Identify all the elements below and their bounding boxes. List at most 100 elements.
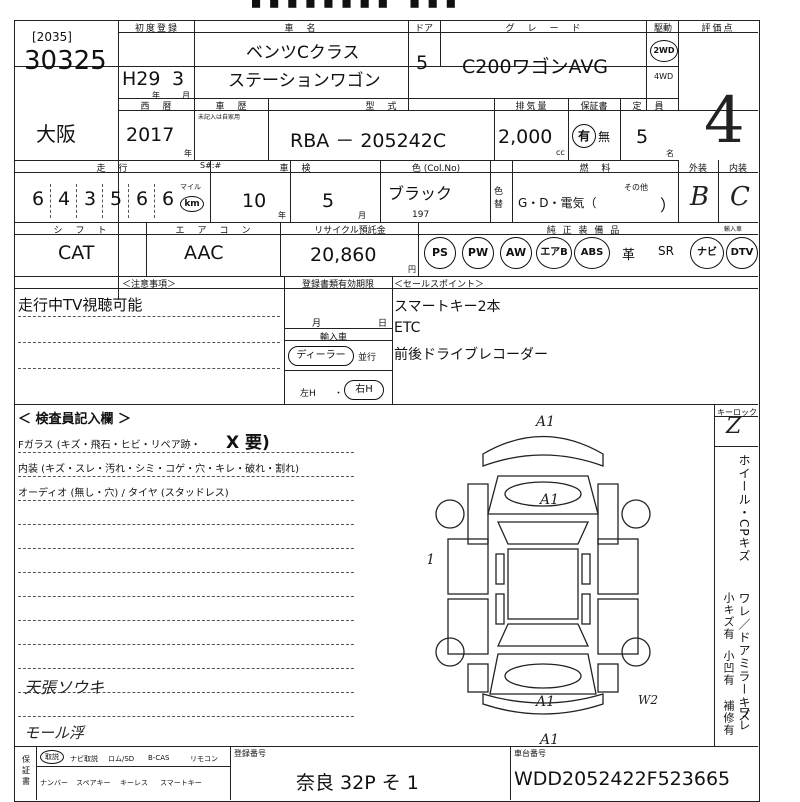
label-fuel: 燃 料: [579, 164, 613, 174]
equip-aw: AW: [500, 237, 532, 269]
bottom-rom-sd: ロム/SD: [108, 755, 135, 763]
side-small-2: 小凹有: [722, 650, 735, 686]
import-parallel: 並行: [358, 353, 377, 363]
color-no: 197: [412, 210, 430, 220]
mileage-digit-3: 3: [84, 188, 97, 210]
recycle-value: 20,860: [310, 244, 377, 266]
mark-hood: A1: [538, 492, 559, 508]
first-reg-month: 3: [172, 68, 185, 90]
bottom-keyless: キーレス: [120, 779, 148, 787]
grade-value: C200ワゴンAVG: [462, 56, 609, 78]
fuel-value: G・D・電気（: [518, 196, 597, 210]
person-unit: 名: [666, 149, 674, 158]
fuel-other: その他: [624, 183, 648, 192]
inspection-month: 5: [322, 190, 335, 212]
doors-value: 5: [416, 52, 429, 74]
displacement: 2,000: [498, 126, 553, 148]
label-recycle: リサイクル預託金: [314, 226, 386, 236]
key-lock-handwritten: Z: [726, 414, 742, 439]
lot-bracket: [2035]: [32, 30, 72, 44]
label-model-type: 型 式: [365, 102, 399, 112]
drive-2wd: 2WD: [650, 40, 678, 62]
side-text-3: ワレ: [737, 706, 751, 732]
yen-unit: 円: [408, 265, 416, 274]
label-sale-points: ＜セールスポイント＞: [394, 280, 485, 290]
mark-rear-right: W2: [638, 693, 658, 707]
import-section-label: 輸入車: [320, 333, 348, 343]
month-unit: 月: [182, 91, 190, 100]
model-type: RBA － 205242C: [290, 130, 447, 152]
side-small-1: 小キズ有: [722, 592, 735, 640]
label-inspector-notes: ＜ 検査員記入欄 ＞: [18, 412, 132, 427]
handle-left: 左H: [300, 389, 316, 399]
equip-airbag: エアB: [536, 237, 572, 269]
bottom-smart-key: スマートキー: [160, 779, 202, 787]
aircon-value: AAC: [184, 242, 224, 264]
inspector-line-1: Fガラス (キズ・飛石・ヒビ・リペア跡・: [18, 440, 201, 451]
sw-unit: S#:#: [200, 161, 222, 170]
label-warranty: 保証書: [580, 102, 608, 112]
side-small-3: 補修有: [722, 700, 735, 736]
exterior-handwritten: B: [690, 182, 710, 212]
reg-day: 日: [378, 319, 388, 329]
label-key-lock: キーロック: [717, 408, 757, 417]
label-chassis-no: 車台番号: [514, 749, 546, 758]
bottom-side-label: 保証書: [22, 755, 30, 786]
year-western: 2017: [126, 124, 175, 146]
inspection-year: 10: [242, 190, 267, 212]
label-import: 輸入車: [724, 226, 743, 233]
mileage-digit-6: 6: [162, 188, 175, 210]
label-notes: ＜注意事項＞: [121, 280, 176, 290]
label-exterior: 外装: [688, 164, 707, 174]
inspector-line-2: 内装 (キズ・スレ・汚れ・シミ・コゲ・穴・キレ・破れ・割れ): [18, 464, 299, 475]
year-unit-2: 年: [184, 149, 192, 158]
mark-front-bumper: A1: [534, 414, 555, 430]
chassis-number: WDD2052422F523665: [514, 768, 731, 790]
history-small: 未記入は自家用: [198, 114, 241, 121]
warranty-no: 無: [598, 130, 611, 144]
label-reg-expiry: 登録書類有効期限: [301, 280, 374, 290]
rating-handwritten: 4: [704, 84, 745, 158]
car-damage-diagram: A1 A1 A1 A1 A1 W2: [428, 414, 658, 744]
mileage-unit-mile: マイル: [180, 183, 201, 191]
year-unit: 年: [152, 91, 160, 100]
label-grade: グ レ ー ド: [505, 24, 583, 34]
label-aircon: エ ア コ ン: [175, 226, 253, 236]
bottom-bcas: B-CAS: [148, 754, 170, 762]
equip-navi: ナビ: [690, 237, 724, 269]
label-shift: シ フ ト: [53, 226, 109, 236]
label-capacity: 定 員: [632, 102, 666, 112]
location: 大阪: [36, 122, 76, 146]
color-label: 色替: [494, 187, 504, 210]
mileage-digit-5: 6: [136, 188, 149, 210]
equip-dtv: DTV: [726, 237, 758, 269]
label-color: 色 (Col.No): [411, 164, 461, 174]
hand-note-2: モール浮: [24, 724, 85, 742]
label-history: 車 歴: [215, 102, 249, 112]
label-first-reg: 初度登録: [134, 24, 179, 34]
capacity: 5: [636, 126, 649, 148]
color-name: ブラック: [388, 184, 453, 203]
shift-value: CAT: [58, 242, 95, 264]
label-car-name: 車 名: [284, 24, 318, 34]
cc-unit: cc: [556, 148, 565, 157]
label-year-western: 西 暦: [140, 102, 174, 112]
side-text-1: ホイール・CPキズ: [737, 454, 751, 563]
equip-abs: ABS: [574, 237, 610, 269]
glass-flag: X 要): [226, 433, 270, 453]
auction-sheet: [2035] 30325 初度登録 H29 3 年 月 車 名 ベンツCクラス …: [14, 14, 760, 802]
label-reg-no: 登録番号: [234, 749, 266, 758]
side-text-2: ワレ／ドアミラーキズ: [737, 592, 751, 722]
mark-rear-bumper: A1: [538, 732, 559, 744]
lot-number: 30325: [24, 46, 107, 76]
hand-note-1: 天張ソウキ: [24, 678, 105, 697]
fuel-close: ）: [660, 196, 677, 215]
first-reg-era: H29: [122, 68, 161, 90]
warranty-yes: 有: [572, 124, 596, 148]
label-doors: ドア: [414, 24, 433, 34]
label-equipment: 純 正 装 備 品: [546, 226, 622, 236]
month-unit-2: 月: [358, 211, 366, 220]
bottom-navi-manual: ナビ取説: [70, 755, 98, 763]
car-name-line2: ステーションワゴン: [228, 71, 381, 91]
label-displacement: 排気量: [515, 102, 549, 112]
